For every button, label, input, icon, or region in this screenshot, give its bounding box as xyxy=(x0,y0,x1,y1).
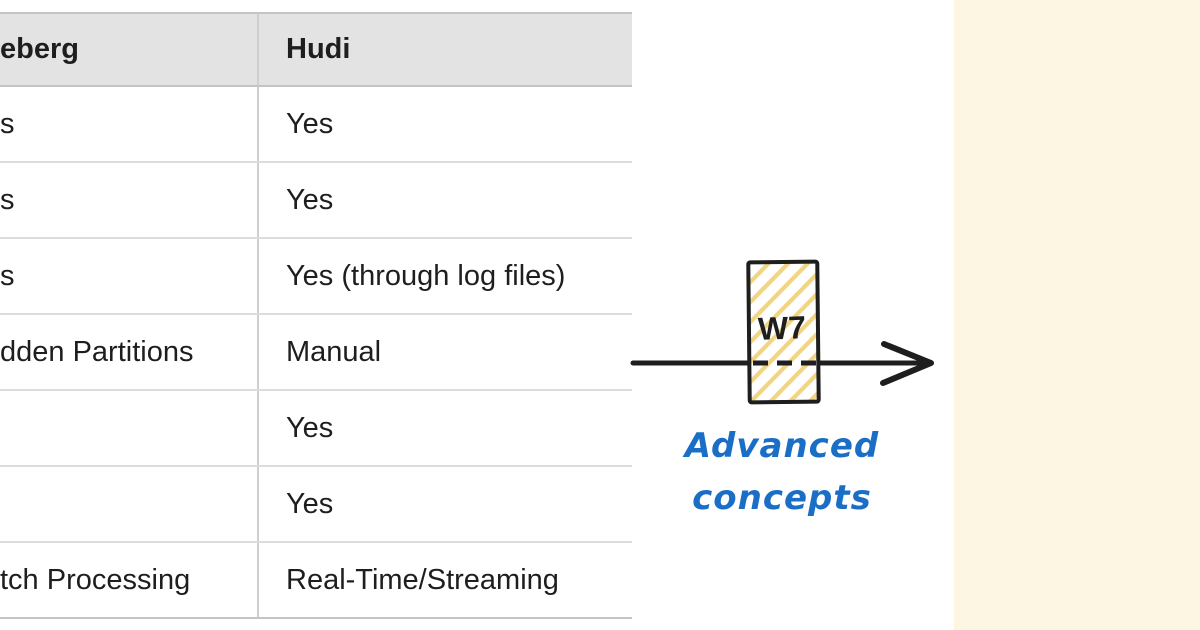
caption-line-2: concepts xyxy=(692,478,872,518)
caption-line-1: Advanced xyxy=(684,426,880,466)
hudi-value-cell: Manual xyxy=(286,335,382,368)
hudi-value-cell: Yes (through log files) xyxy=(286,259,566,292)
hudi-value-cell: Yes xyxy=(286,107,334,140)
table-header-row: eberg Hudi xyxy=(0,12,632,87)
hudi-value-cell: Yes xyxy=(286,183,334,216)
feature-cell: s xyxy=(0,87,259,161)
feature-cell: dden Partitions xyxy=(0,315,259,389)
hudi-value-cell: Yes xyxy=(286,411,334,444)
cream-panel xyxy=(954,0,1200,630)
table-row: s Yes xyxy=(0,87,632,163)
feature-cell: s xyxy=(0,163,259,237)
feature-cell xyxy=(0,391,259,465)
comparison-table: eberg Hudi s Yes s Yes s Yes (through lo… xyxy=(0,12,632,619)
w7-node-label: W7 xyxy=(757,309,806,347)
table-row: Yes xyxy=(0,391,632,467)
table-row: dden Partitions Manual xyxy=(0,315,632,391)
hudi-value-cell: Real-Time/Streaming xyxy=(286,563,559,596)
diagram-caption: Advanced concepts xyxy=(672,420,892,524)
w7-node xyxy=(746,259,821,405)
table-row: s Yes (through log files) xyxy=(0,239,632,315)
feature-cell: s xyxy=(0,239,259,313)
table-header-iceberg: eberg xyxy=(0,14,259,85)
table-row: s Yes xyxy=(0,163,632,239)
table-row: Yes xyxy=(0,467,632,543)
table-row: tch Processing Real-Time/Streaming xyxy=(0,543,632,619)
feature-cell: tch Processing xyxy=(0,543,259,617)
feature-cell xyxy=(0,467,259,541)
hudi-value-cell: Yes xyxy=(286,487,334,520)
arrow-head-icon xyxy=(880,341,934,386)
table-header-hudi: Hudi xyxy=(286,33,351,65)
